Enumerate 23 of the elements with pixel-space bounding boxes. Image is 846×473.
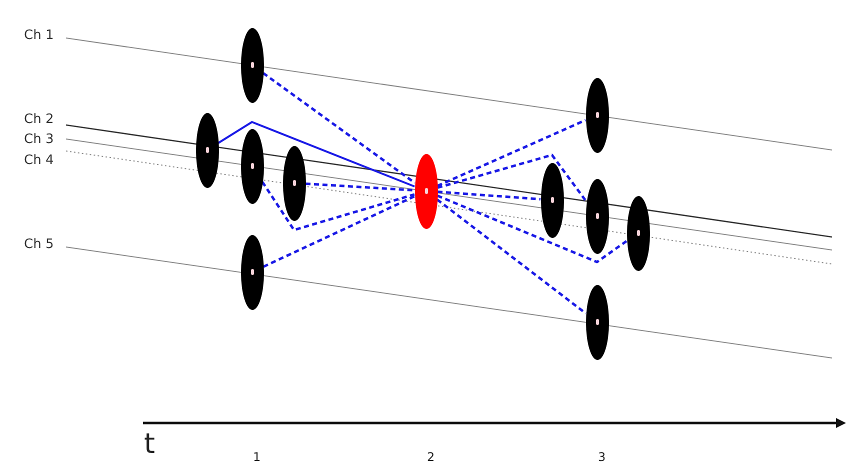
connector-line <box>218 121 415 188</box>
tick-label: 3 <box>598 449 606 466</box>
dashed-connector <box>436 194 628 264</box>
channel-label: Ch 3 <box>24 131 54 149</box>
tick-label: 1 <box>253 449 261 466</box>
channel-label: Ch 1 <box>24 27 54 45</box>
ellipse-node <box>586 178 608 254</box>
channel-label: Ch 4 <box>24 152 54 170</box>
channel-label: Ch 5 <box>24 236 54 254</box>
dashed-connector <box>436 198 587 314</box>
dashed-connector <box>437 190 541 200</box>
ellipse-node <box>240 128 264 204</box>
dashed-connector <box>305 182 415 192</box>
channel-label: Ch 2 <box>24 111 54 129</box>
dashed-connector <box>262 195 416 268</box>
axis-label: t <box>144 428 155 460</box>
dashed-connector <box>436 118 586 188</box>
dashed-connector <box>262 72 416 184</box>
dashed-connector <box>261 181 415 232</box>
ellipse-node <box>282 146 306 220</box>
dashed-connector <box>437 154 588 202</box>
ellipse-node <box>540 162 564 238</box>
tick-label: 2 <box>427 449 435 466</box>
